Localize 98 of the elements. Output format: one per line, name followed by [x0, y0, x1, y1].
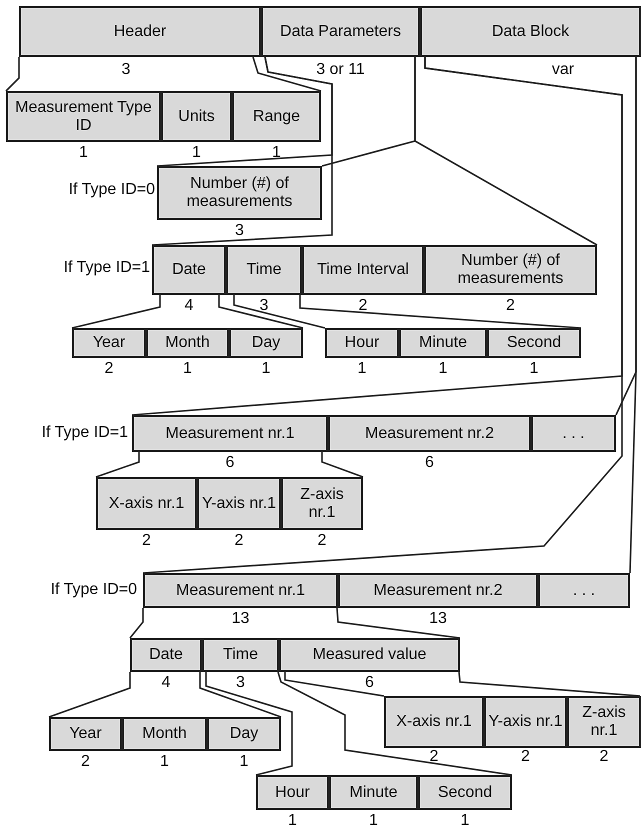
field-box: Header: [19, 6, 261, 57]
byte-count: 1: [272, 144, 281, 161]
byte-count: 2: [104, 360, 114, 377]
expansion-line: [48, 672, 131, 718]
byte-count: 4: [162, 674, 170, 691]
byte-count: 4: [184, 297, 194, 314]
field-box: Units: [161, 91, 232, 142]
expansion-line: [321, 452, 364, 478]
field-box: Measurement nr.1: [143, 573, 338, 608]
field-box: Day: [229, 328, 303, 358]
byte-count: 3 or 11: [316, 61, 365, 78]
byte-count: 3: [260, 297, 268, 314]
byte-count: 2: [521, 748, 530, 765]
byte-count: 1: [160, 753, 169, 770]
byte-count: 1: [358, 360, 366, 377]
expansion-line: [72, 295, 161, 329]
byte-count: 2: [81, 753, 90, 770]
field-box: Measurement nr.1: [132, 415, 328, 452]
field-box: Number (#) of measurements: [157, 166, 322, 220]
expansion-line: [218, 295, 304, 329]
byte-count: 3: [235, 222, 244, 239]
expansion-line: [252, 56, 322, 92]
field-box: Measured value: [279, 638, 460, 672]
field-box: Second: [487, 328, 581, 358]
expansion-line: [205, 672, 293, 776]
expansion-line: [336, 608, 460, 639]
byte-count: 1: [438, 360, 448, 377]
expansion-line: [284, 672, 384, 697]
field-box: Second: [418, 775, 512, 810]
byte-count: 3: [236, 674, 245, 691]
byte-count: 1: [192, 144, 201, 161]
byte-count: 6: [365, 674, 374, 691]
byte-count: 2: [234, 532, 244, 549]
byte-count: 1: [262, 360, 270, 377]
field-box: Time: [226, 245, 302, 295]
byte-count: 1: [460, 812, 470, 829]
expansion-line: [96, 452, 140, 478]
expansion-line: [152, 56, 333, 246]
byte-count: 13: [429, 610, 447, 627]
field-box: . . .: [531, 415, 616, 452]
field-box: Date: [152, 245, 226, 295]
byte-count: 1: [79, 144, 88, 161]
field-box: Month: [122, 717, 207, 751]
field-box: Year: [49, 717, 122, 751]
byte-count: 2: [600, 748, 608, 765]
expansion-line: [299, 295, 582, 329]
byte-count: 2: [358, 297, 368, 314]
byte-count: 13: [232, 610, 250, 627]
byte-count: 2: [318, 532, 326, 549]
expansion-line: [199, 672, 282, 718]
expansion-line: [458, 672, 640, 697]
expansion-line: [233, 295, 326, 329]
field-box: Date: [130, 638, 202, 672]
field-box: X-axis nr.1: [96, 477, 197, 530]
byte-count: 2: [506, 297, 515, 314]
byte-count: 1: [240, 753, 248, 770]
field-box: Data Parameters: [261, 6, 420, 57]
field-box: Hour: [256, 775, 329, 810]
expansion-line: [129, 608, 144, 638]
byte-count: 2: [430, 748, 438, 765]
field-box: Day: [207, 717, 281, 751]
field-box: Y-axis nr.1: [484, 696, 567, 748]
condition-label: If Type ID=0: [50, 581, 137, 599]
byte-count: var: [552, 61, 574, 78]
expansion-line: [629, 57, 637, 574]
condition-label: If Type ID=1: [42, 424, 128, 442]
expansion-line: [414, 57, 598, 246]
field-box: Time Interval: [302, 245, 424, 295]
expansion-line: [277, 672, 512, 776]
field-box: . . .: [538, 573, 630, 608]
condition-label: If Type ID=1: [64, 259, 150, 277]
field-box: X-axis nr.1: [384, 696, 484, 748]
field-box: Z-axis nr.1: [567, 696, 641, 748]
byte-count: 6: [226, 454, 234, 471]
field-box: Hour: [325, 328, 399, 358]
field-box: Time: [202, 638, 279, 672]
field-box: Year: [72, 328, 146, 358]
field-box: Measurement Type ID: [6, 91, 161, 142]
condition-label: If Type ID=0: [68, 181, 155, 199]
byte-count: 3: [122, 61, 130, 78]
field-box: Measurement nr.2: [338, 573, 538, 608]
byte-count: 1: [183, 360, 192, 377]
byte-count: 6: [425, 454, 434, 471]
field-box: Z-axis nr.1: [281, 477, 363, 530]
field-box: Y-axis nr.1: [197, 477, 281, 530]
byte-count: 1: [369, 812, 378, 829]
field-box: Minute: [399, 328, 487, 358]
byte-count: 1: [530, 360, 538, 377]
field-box: Number (#) of measurements: [424, 245, 597, 295]
field-box: Range: [232, 91, 321, 142]
field-box: Month: [146, 328, 229, 358]
field-box: Data Block: [420, 6, 641, 57]
expansion-line: [142, 56, 623, 574]
byte-count: 2: [142, 532, 151, 549]
field-box: Minute: [329, 775, 418, 810]
expansion-line: [5, 57, 20, 92]
field-box: Measurement nr.2: [328, 415, 531, 452]
byte-count: 1: [288, 812, 297, 829]
